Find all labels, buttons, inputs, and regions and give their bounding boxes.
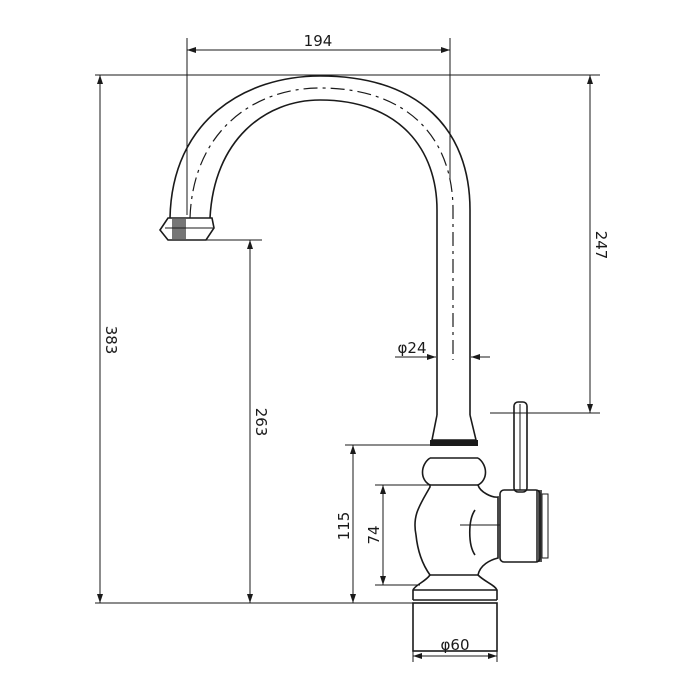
spout-collar bbox=[431, 414, 478, 441]
dim-tube-diameter: φ24 bbox=[398, 339, 427, 357]
dim-spout-reach: 194 bbox=[304, 32, 333, 50]
faucet-base bbox=[412, 602, 498, 652]
dimension-labels: 194 383 263 247 φ24 115 74 φ60 bbox=[102, 32, 610, 654]
dim-base-diameter: φ60 bbox=[441, 636, 470, 654]
dim-outlet-height: 263 bbox=[252, 408, 270, 437]
lever-handle bbox=[513, 401, 528, 493]
handle-cartridge bbox=[499, 489, 541, 563]
dim-spout-height: 247 bbox=[592, 231, 610, 260]
spout-outer bbox=[169, 75, 471, 415]
faucet-outline bbox=[159, 75, 549, 652]
spout-nozzle bbox=[159, 217, 215, 241]
dimension-lines bbox=[95, 38, 600, 662]
dim-total-height: 383 bbox=[102, 326, 120, 355]
dim-body-height: 115 bbox=[335, 512, 353, 541]
spout-inner bbox=[209, 99, 438, 415]
spout-centerline bbox=[189, 87, 454, 360]
dim-waist-height: 74 bbox=[365, 525, 383, 544]
faucet-body bbox=[412, 457, 499, 600]
